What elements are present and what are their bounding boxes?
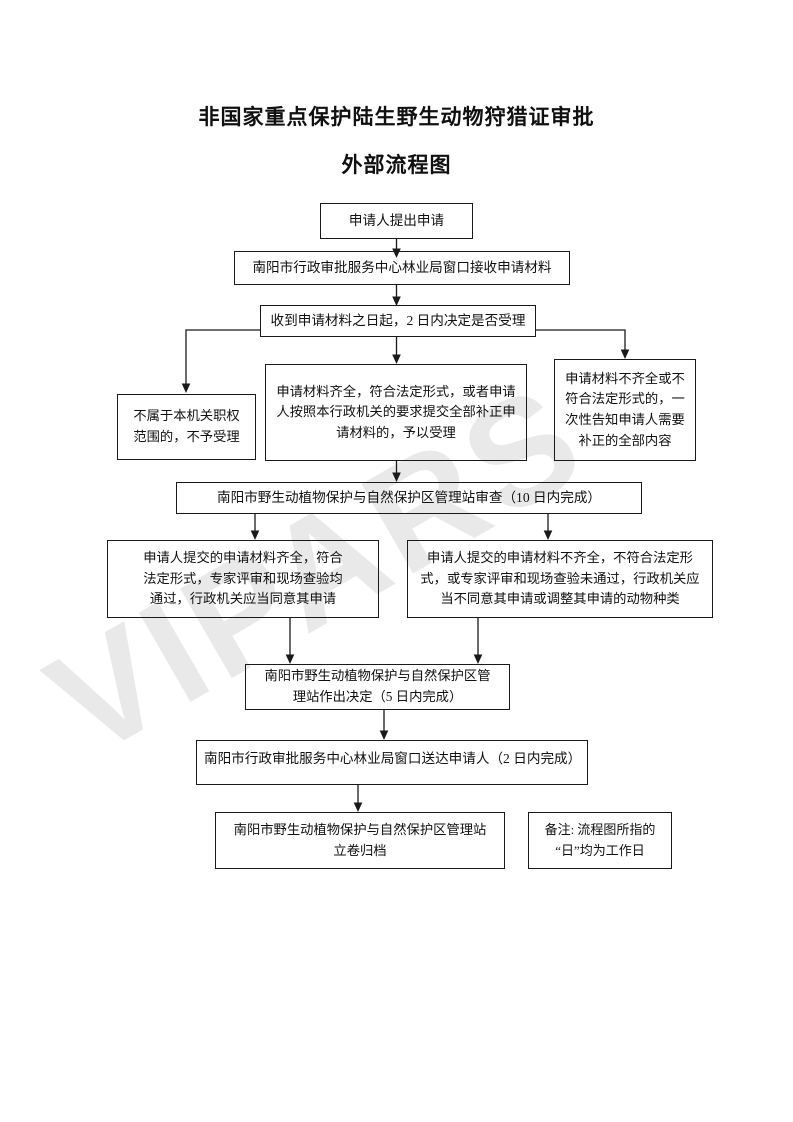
node-approve-condition[interactable]: 申请人提交的申请材料齐全，符合 法定形式，专家评审和现场查验均 通过，行政机关应…: [107, 540, 379, 618]
edge-review-to-reject: [543, 514, 553, 540]
node-label: 南阳市行政审批服务中心林业局窗口送达申请人（2 日内完成）: [204, 751, 582, 766]
edge-decide-to-not-jurisdiction: [181, 329, 260, 393]
node-label: 申请人提交的申请材料齐全，符合 法定形式，专家评审和现场查验均 通过，行政机关应…: [143, 550, 343, 607]
node-label: 申请材料不齐全或不 符合法定形式的，一 次性告知申请人需要 补正的全部内容: [565, 370, 685, 448]
edge-decision-to-deliver: [379, 710, 389, 740]
edge-reject-to-decision: [473, 618, 483, 664]
edge-approve-to-decision: [285, 618, 295, 664]
node-label: 申请人提交的申请材料不齐全，不符合法定形 式，或专家评审和现场查验未通过，行政机…: [420, 550, 700, 607]
node-station-makes-decision[interactable]: 南阳市野生动植物保护与自然保护区管 理站作出决定（5 日内完成）: [245, 664, 510, 710]
node-label: 南阳市野生动植物保护与自然保护区管理站审查（10 日内完成）: [216, 490, 602, 506]
node-not-in-jurisdiction[interactable]: 不属于本机关职权 范围的，不予受理: [117, 394, 256, 460]
node-materials-complete-accept[interactable]: 申请材料齐全，符合法定形式，或者申请 人按照本行政机关的要求提交全部补正申 请材…: [265, 364, 527, 461]
node-applicant-submits[interactable]: 申请人提出申请: [320, 203, 473, 239]
node-label: 申请人提出申请: [348, 213, 445, 229]
node-label: 不属于本机关职权 范围的，不予受理: [133, 408, 240, 444]
node-deliver-to-applicant[interactable]: 南阳市行政审批服务中心林业局窗口送达申请人（2 日内完成）: [196, 740, 588, 785]
node-materials-incomplete-notice[interactable]: 申请材料不齐全或不 符合法定形式的，一 次性告知申请人需要 补正的全部内容: [554, 359, 696, 461]
edge-decide-to-accept-complete: [392, 337, 401, 364]
node-label: 申请材料齐全，符合法定形式，或者申请 人按照本行政机关的要求提交全部补正申 请材…: [276, 383, 516, 440]
node-window-receives-materials[interactable]: 南阳市行政审批服务中心林业局窗口接收申请材料: [234, 251, 570, 285]
document-title-line-2: 外部流程图: [341, 154, 452, 177]
document-title-line-1: 非国家重点保护陆生野生动物狩猎证审批: [198, 106, 595, 129]
node-label: 备注: 流程图所指的 “日”均为工作日: [544, 822, 656, 858]
edge-review-to-approve: [250, 514, 260, 540]
node-label: 南阳市野生动植物保护与自然保护区管 理站作出决定（5 日内完成）: [264, 668, 491, 704]
node-decide-acceptance[interactable]: 收到申请材料之日起，2 日内决定是否受理: [260, 305, 536, 337]
node-archive-file[interactable]: 南阳市野生动植物保护与自然保护区管理站 立卷归档: [215, 812, 505, 869]
node-label: 南阳市行政审批服务中心林业局窗口接收申请材料: [252, 260, 552, 276]
node-label: 收到申请材料之日起，2 日内决定是否受理: [270, 313, 526, 329]
node-reject-condition[interactable]: 申请人提交的申请材料不齐全，不符合法定形 式，或专家评审和现场查验未通过，行政机…: [407, 540, 713, 618]
node-label: 南阳市野生动植物保护与自然保护区管理站 立卷归档: [233, 821, 487, 858]
node-station-review[interactable]: 南阳市野生动植物保护与自然保护区管理站审查（10 日内完成）: [176, 482, 642, 514]
edge-accept-to-station-review: [392, 461, 401, 482]
node-remark-working-days[interactable]: 备注: 流程图所指的 “日”均为工作日: [528, 812, 672, 869]
edge-decide-to-incomplete-notice: [536, 329, 630, 359]
edge-deliver-to-archive: [353, 785, 363, 812]
edge-receive-to-decide: [392, 285, 401, 306]
